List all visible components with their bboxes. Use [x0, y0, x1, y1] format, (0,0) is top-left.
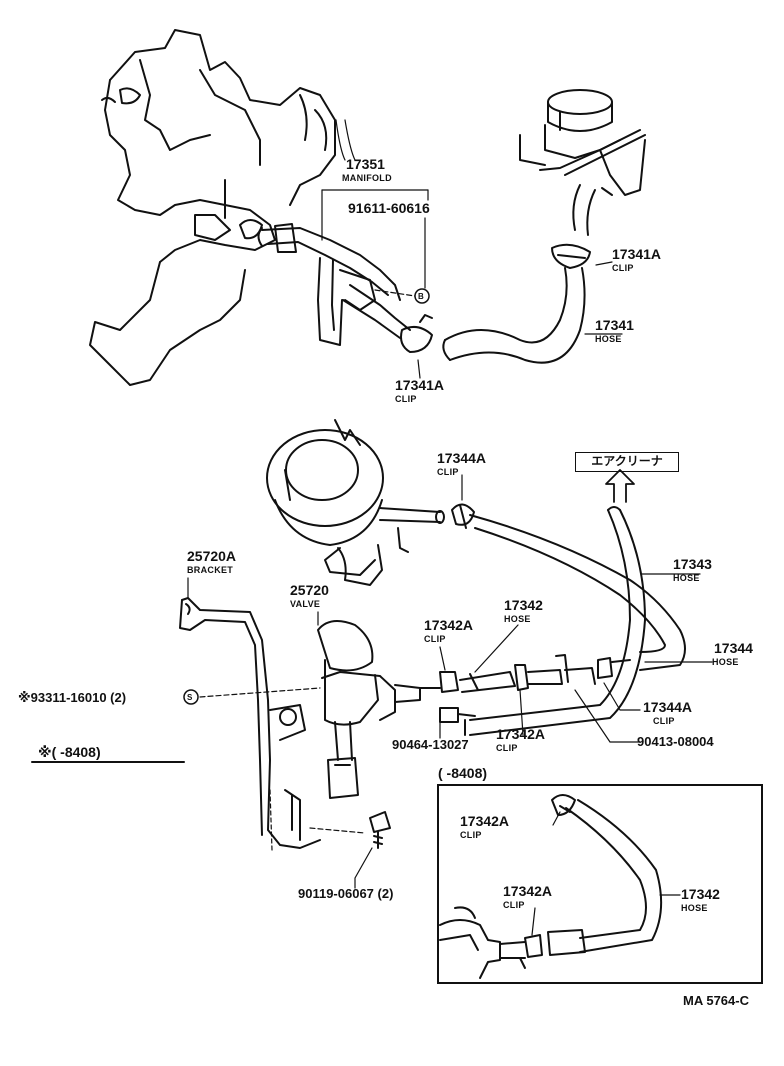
clip-17344a-bottom-label: CLIP [653, 716, 675, 726]
inset-clip-b-label: CLIP [503, 900, 525, 910]
inset-frame [437, 784, 763, 984]
bolt-part-number: 91611-60616 [348, 200, 430, 216]
figure-reference: MA 5764-C [683, 993, 749, 1008]
part-90464: 90464-13027 [392, 737, 469, 752]
marker-s-circle [183, 689, 199, 705]
clip-17344a-top-part-number: 17344A [437, 450, 487, 466]
intake-manifold-illustration [89, 29, 336, 386]
clip-17342a-a-part-number: 17342A [424, 617, 474, 633]
air-cleaner-arrow [605, 469, 635, 503]
hose-17342-part-number: 17342 [504, 597, 543, 613]
hose-17344-label: HOSE [712, 657, 739, 667]
clip-17344a-top-illustration [451, 503, 475, 529]
leader-lines-top [321, 119, 623, 379]
bracket-part-number: 25720A [187, 548, 237, 564]
valve-label: VALVE [290, 599, 321, 609]
clip-17342a-a-label: CLIP [424, 634, 446, 644]
bolt-90119-illustration [369, 811, 391, 849]
screw-part-number: ※93311-16010 (2) [18, 690, 127, 705]
clip-17344a-top-label: CLIP [437, 467, 459, 477]
inset-hose-label: HOSE [681, 903, 708, 913]
clip-upper-label: CLIP [612, 263, 634, 273]
clip-upper-part-number: 17341A [612, 246, 662, 262]
clip-17341a-upper-illustration [551, 243, 591, 269]
hose-17343-part-number: 17343 [673, 556, 712, 572]
hose-17343-label: HOSE [673, 573, 700, 583]
hose-17341-illustration [442, 267, 586, 364]
hose-17343-illustration [469, 514, 686, 671]
clip-17342a-b-label: CLIP [496, 743, 518, 753]
bracket-25720a-illustration [179, 597, 321, 849]
clip-lower-part-number: 17341A [395, 377, 445, 393]
inset-clip-a-part-number: 17342A [460, 813, 510, 829]
marker-s-letter: S [187, 693, 193, 702]
inset-leader-lines [531, 811, 681, 936]
hose-17342-label: HOSE [504, 614, 531, 624]
bracket-label: BRACKET [187, 565, 234, 575]
clip-17342a-b-part-number: 17342A [496, 726, 546, 742]
hose-17341-label: HOSE [595, 334, 622, 344]
middle-fittings-illustration [419, 654, 631, 723]
inset-title: ( -8408) [438, 765, 488, 781]
air-cleaner-label: エアクリーナ [575, 452, 679, 472]
egr-valve-top-illustration [519, 89, 646, 236]
egr-valve-lower-illustration [266, 419, 445, 586]
valve-part-number: 25720 [290, 582, 329, 598]
manifold-pipe-illustration [257, 223, 433, 353]
inset-hose-part-number: 17342 [681, 886, 720, 902]
inset-illustration [439, 794, 663, 979]
manifold-part-number: 17351 [346, 156, 385, 172]
clip-lower-label: CLIP [395, 394, 417, 404]
hose-17344-illustration [464, 506, 646, 736]
part-90119: 90119-06067 (2) [298, 886, 394, 901]
clip-17344a-bottom-part-number: 17344A [643, 699, 693, 715]
marker-b-letter: B [418, 292, 425, 301]
hose-17341-part-number: 17341 [595, 317, 634, 333]
note-applicability: ※( -8408) [38, 744, 101, 760]
leader-lines-bottom [187, 474, 713, 889]
hose-17344-part-number: 17344 [714, 640, 753, 656]
manifold-label: MANIFOLD [342, 173, 392, 183]
inset-clip-b-part-number: 17342A [503, 883, 553, 899]
inset-clip-a-label: CLIP [460, 830, 482, 840]
part-90413: 90413-08004 [637, 734, 714, 749]
valve-25720-illustration [317, 620, 421, 799]
